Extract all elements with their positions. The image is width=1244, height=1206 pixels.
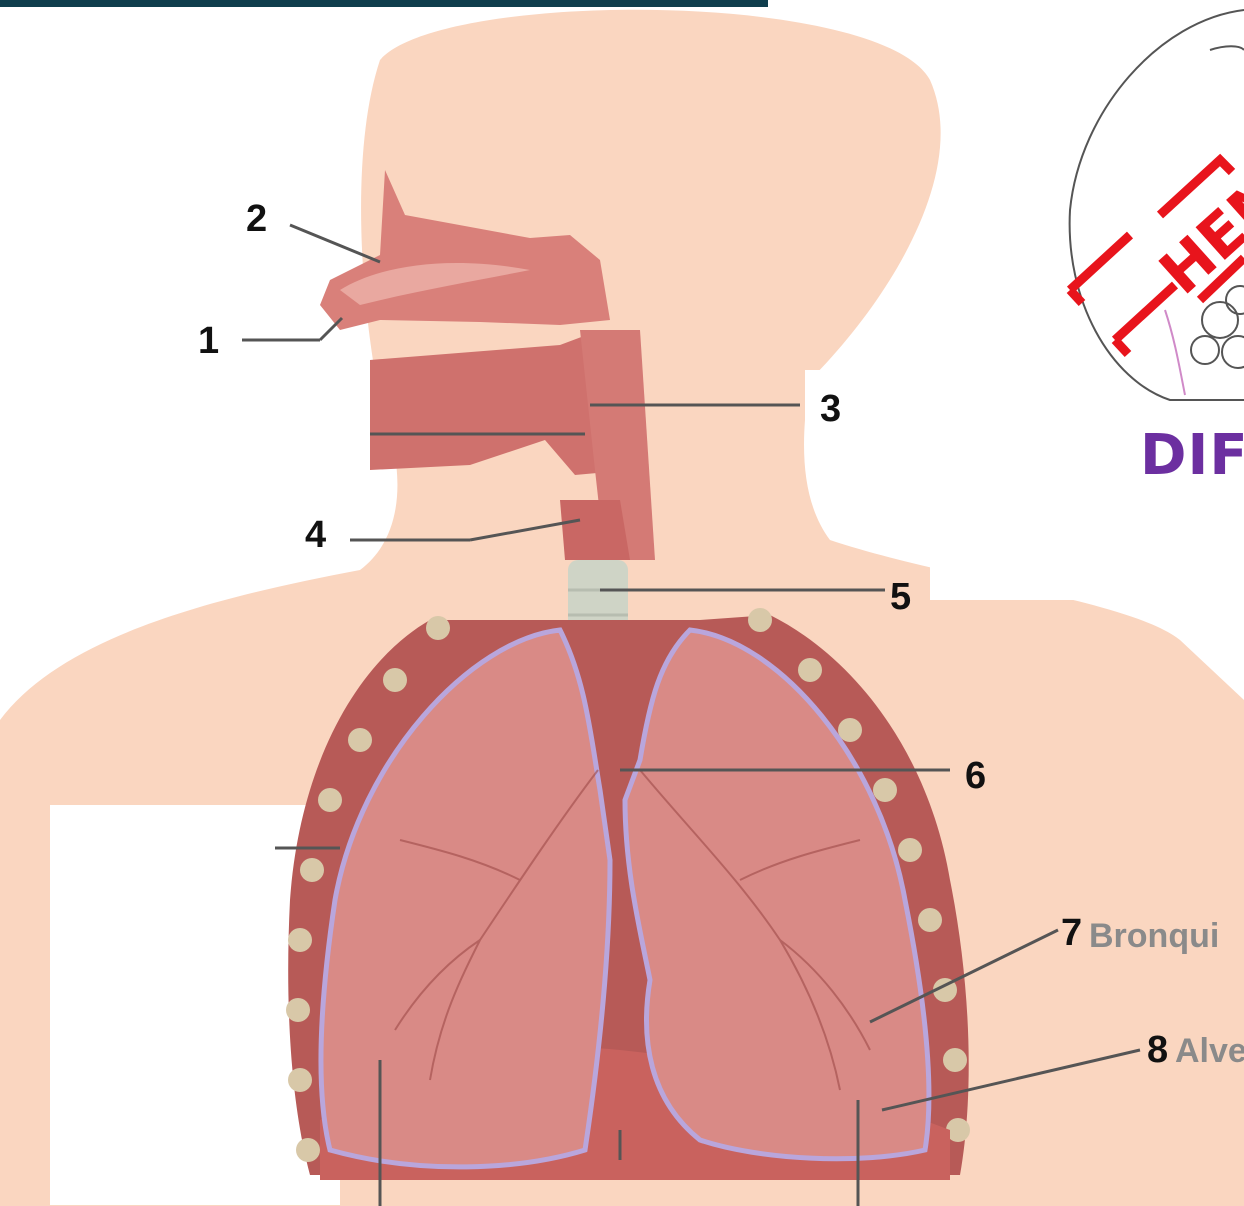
label-8: 8 — [1147, 1031, 1168, 1069]
term-bronquiolos: Bronqui — [1089, 919, 1219, 953]
label-2: 2 — [246, 200, 267, 238]
larynx — [560, 500, 630, 560]
label-1: 1 — [198, 322, 219, 360]
label-4: 4 — [305, 516, 326, 554]
label-3: 3 — [820, 390, 841, 428]
label-7: 7 — [1061, 914, 1082, 952]
inset-caption: DIF — [1140, 428, 1244, 484]
label-6: 6 — [965, 757, 986, 795]
term-alveolos: Alve — [1175, 1034, 1244, 1068]
label-5: 5 — [890, 578, 911, 616]
